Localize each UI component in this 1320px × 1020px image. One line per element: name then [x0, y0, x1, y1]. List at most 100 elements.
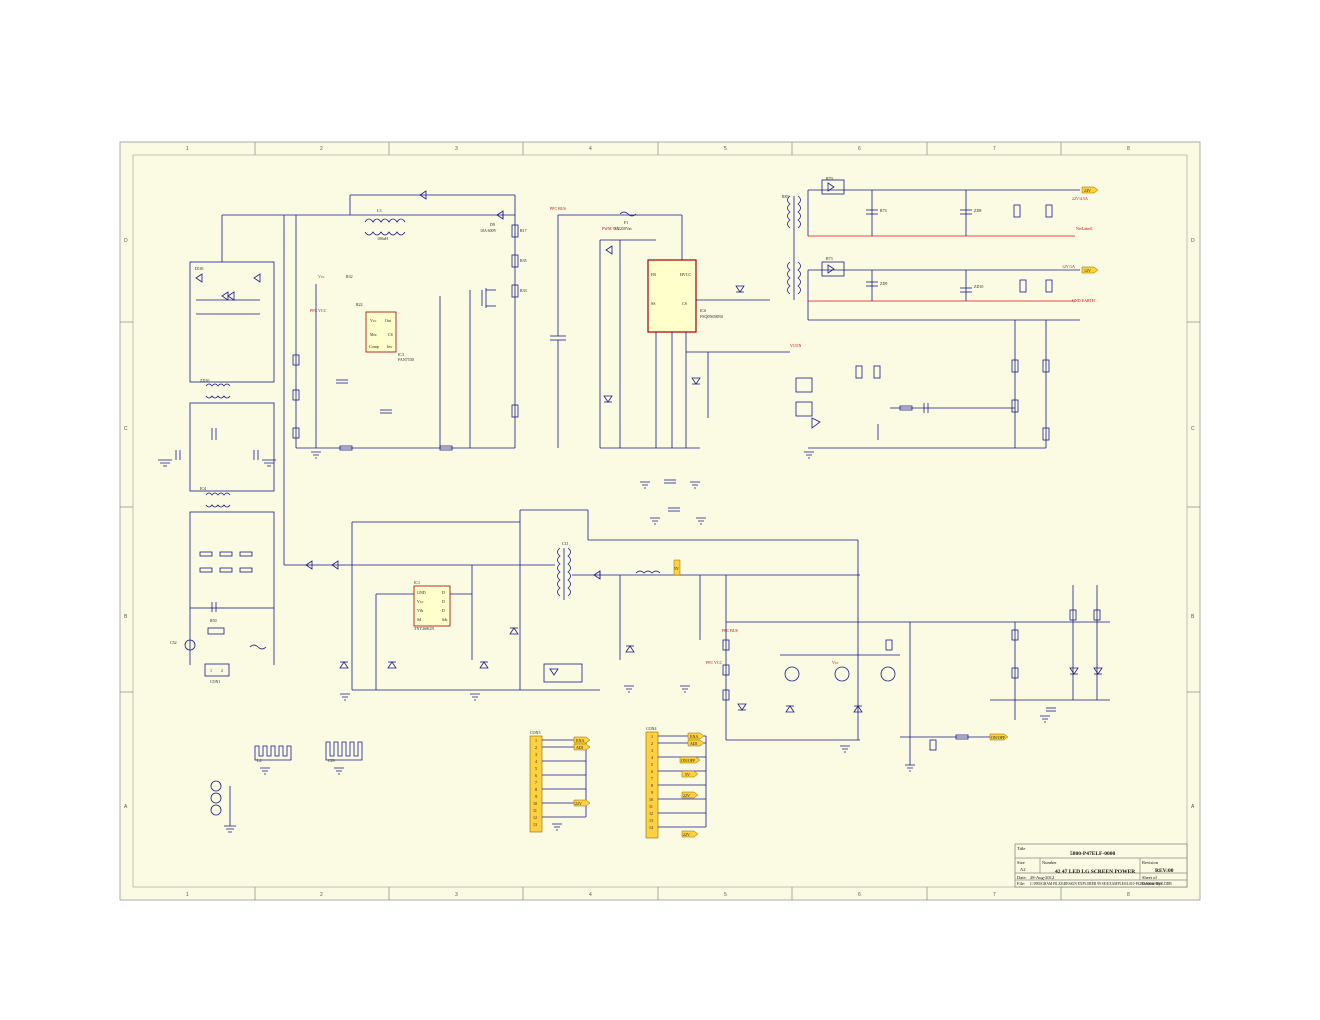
lbl-c48: ZD9 — [880, 281, 887, 286]
con1-pin1: 1 — [210, 668, 212, 673]
lbl-hs2: C29 — [328, 758, 335, 763]
con4-tag-onoff: ON/OFF — [681, 758, 696, 763]
col-6: 6 — [858, 146, 861, 152]
tb-size: A2 — [1020, 867, 1026, 872]
output-caps — [866, 190, 972, 301]
con4-pin-12: 12 — [649, 811, 653, 816]
sb-pin-sdr: Sdr — [442, 617, 448, 622]
con3-pin-8: 8 — [535, 787, 537, 792]
tag-vcc-2: Vcc — [832, 660, 839, 665]
lbl-c78: R74 — [880, 208, 887, 213]
lbl-tr1: R83 — [782, 194, 789, 199]
con3-pin-1: 1 — [535, 738, 537, 743]
sb-pin-vfb: Vfb — [417, 608, 423, 613]
standby-ic-body — [413, 585, 451, 627]
con3-pin-10: 10 — [533, 801, 537, 806]
con3-tag-ena: ENA — [576, 738, 584, 743]
con4-pin-4: 4 — [651, 755, 653, 760]
col-5: 5 — [724, 146, 727, 152]
tb-title-label: Title — [1017, 846, 1025, 851]
tag-pfc-vcc-1: PFC VCC — [310, 308, 327, 313]
lbl-l3: L3 — [377, 208, 381, 213]
con3-pin-11: 11 — [533, 808, 537, 813]
main-pwm-section: F1 3A/250Vac FB HVCC SS CS IC6 FSQ0565RN… — [558, 211, 801, 525]
tb-number-label: Number — [1042, 860, 1057, 865]
tag-12v-rating: 12V/1A — [1062, 264, 1075, 269]
con4-pin-1: 1 — [651, 734, 653, 739]
con3-tag-adj: ADJ — [576, 745, 584, 750]
lbl-c76: ZD10 — [974, 284, 983, 289]
con4-tag-22v-2: 22V — [683, 832, 690, 837]
pfc-pin-vcc: Vcc — [370, 318, 377, 323]
con3-connector: CON3 1 2 3 4 5 6 7 8 9 10 11 12 13 ENA A… — [529, 730, 591, 833]
tag-12v-box — [1081, 266, 1099, 274]
tag-pfc-bus: PFC BUS — [550, 206, 566, 211]
row-d: D — [124, 238, 128, 244]
tb-revision-label: Revision — [1142, 860, 1159, 865]
lbl-10a600v: 10A 600V — [480, 228, 497, 233]
row-c-right: C — [1191, 426, 1195, 432]
tb-number: 42 47 LED LG SCREEN POWER — [1055, 869, 1136, 875]
lbl-f1-rating: 3A/250Vac — [614, 226, 632, 231]
con3-pin-2: 2 — [535, 745, 537, 750]
tag-5v-box — [673, 559, 681, 576]
con3-pin-5: 5 — [535, 766, 537, 771]
con3-pin-12: 12 — [533, 815, 537, 820]
lbl-r33: R33 — [520, 288, 527, 293]
pfc-pin-comp: Comp — [369, 344, 379, 349]
pfc-ic-ref: IC3 — [398, 352, 404, 357]
lbl-d16: R22 — [356, 302, 363, 307]
tb-file: C:\PROGRAM FILES\DESIGN EXPLORER 99 SE\E… — [1030, 882, 1172, 886]
pwm-pin-ss: SS — [651, 301, 655, 306]
lbl-q2: R32 — [346, 274, 353, 279]
lbl-d19: R70 — [826, 176, 833, 181]
lbl-ntc1: C52 — [170, 640, 177, 645]
pwm-ic-ref: IC6 — [700, 308, 706, 313]
tb-title: 5800-P47ELF-0000 — [1070, 851, 1115, 857]
sb-pin-d3: D — [442, 608, 445, 613]
title-block: Title 5800-P47ELF-0000 Size A2 Number 42… — [1014, 843, 1188, 888]
lbl-d17: R73 — [826, 256, 833, 261]
col-2-bottom: 2 — [320, 892, 323, 898]
lbl-r35: R35 — [520, 258, 527, 263]
pwm-ic-part: FSQ0565RNS — [700, 314, 723, 319]
tag-24v-box — [1081, 186, 1099, 194]
col-7-bottom: 7 — [993, 892, 996, 898]
tag-pfc-vcc-2: PFC VCC — [706, 660, 723, 665]
lbl-mov1: R50 — [210, 618, 217, 623]
secondary-section: R83 R70 R73 R74 ZD8 ZD9 ZD10 — [782, 176, 1099, 459]
lbl-d101: D101 — [195, 266, 204, 271]
col-3-bottom: 3 — [455, 892, 458, 898]
con4-pin-14: 14 — [649, 825, 653, 830]
con1-pin2: 2 — [221, 668, 223, 673]
tag-gnd-earth: GND EARTH — [1072, 298, 1095, 303]
tag-vcon: VCON — [790, 343, 801, 348]
standby-ic-ref: IC1 — [414, 580, 420, 585]
tb-file-label: File: — [1017, 881, 1025, 886]
lbl-c77: ZD8 — [974, 208, 981, 213]
sheet-paper — [119, 141, 1201, 901]
con3-pin-4: 4 — [535, 759, 537, 764]
sb-pin-d2: D — [442, 599, 445, 604]
tb-revision: REV:00 — [1155, 868, 1174, 874]
row-d-right: D — [1191, 238, 1195, 244]
col-7: 7 — [993, 146, 996, 152]
con4-tag-ena: ENA — [690, 734, 698, 739]
col-1: 1 — [186, 146, 189, 152]
lbl-r17: R17 — [520, 228, 527, 233]
con3-pin-9: 9 — [535, 794, 537, 799]
con4-tag-5v: 5V — [685, 772, 690, 777]
row-b: B — [124, 614, 128, 620]
con3-pin-6: 6 — [535, 773, 537, 778]
pfc-pin-out: Out — [385, 318, 392, 323]
tag-onoff-1: ON/OFF — [991, 735, 1006, 740]
sb-pin-gnd: GND — [417, 590, 426, 595]
pwm-ic-body — [647, 259, 697, 333]
tb-size-label: Size — [1017, 860, 1025, 865]
con4-pin-6: 6 — [651, 769, 653, 774]
col-3: 3 — [455, 146, 458, 152]
con4-pin-13: 13 — [649, 818, 653, 823]
sb-pin-sd: Sd — [417, 617, 421, 622]
column-ruler: 1 2 3 4 5 6 7 8 1 2 3 4 5 6 7 8 — [186, 142, 1130, 900]
